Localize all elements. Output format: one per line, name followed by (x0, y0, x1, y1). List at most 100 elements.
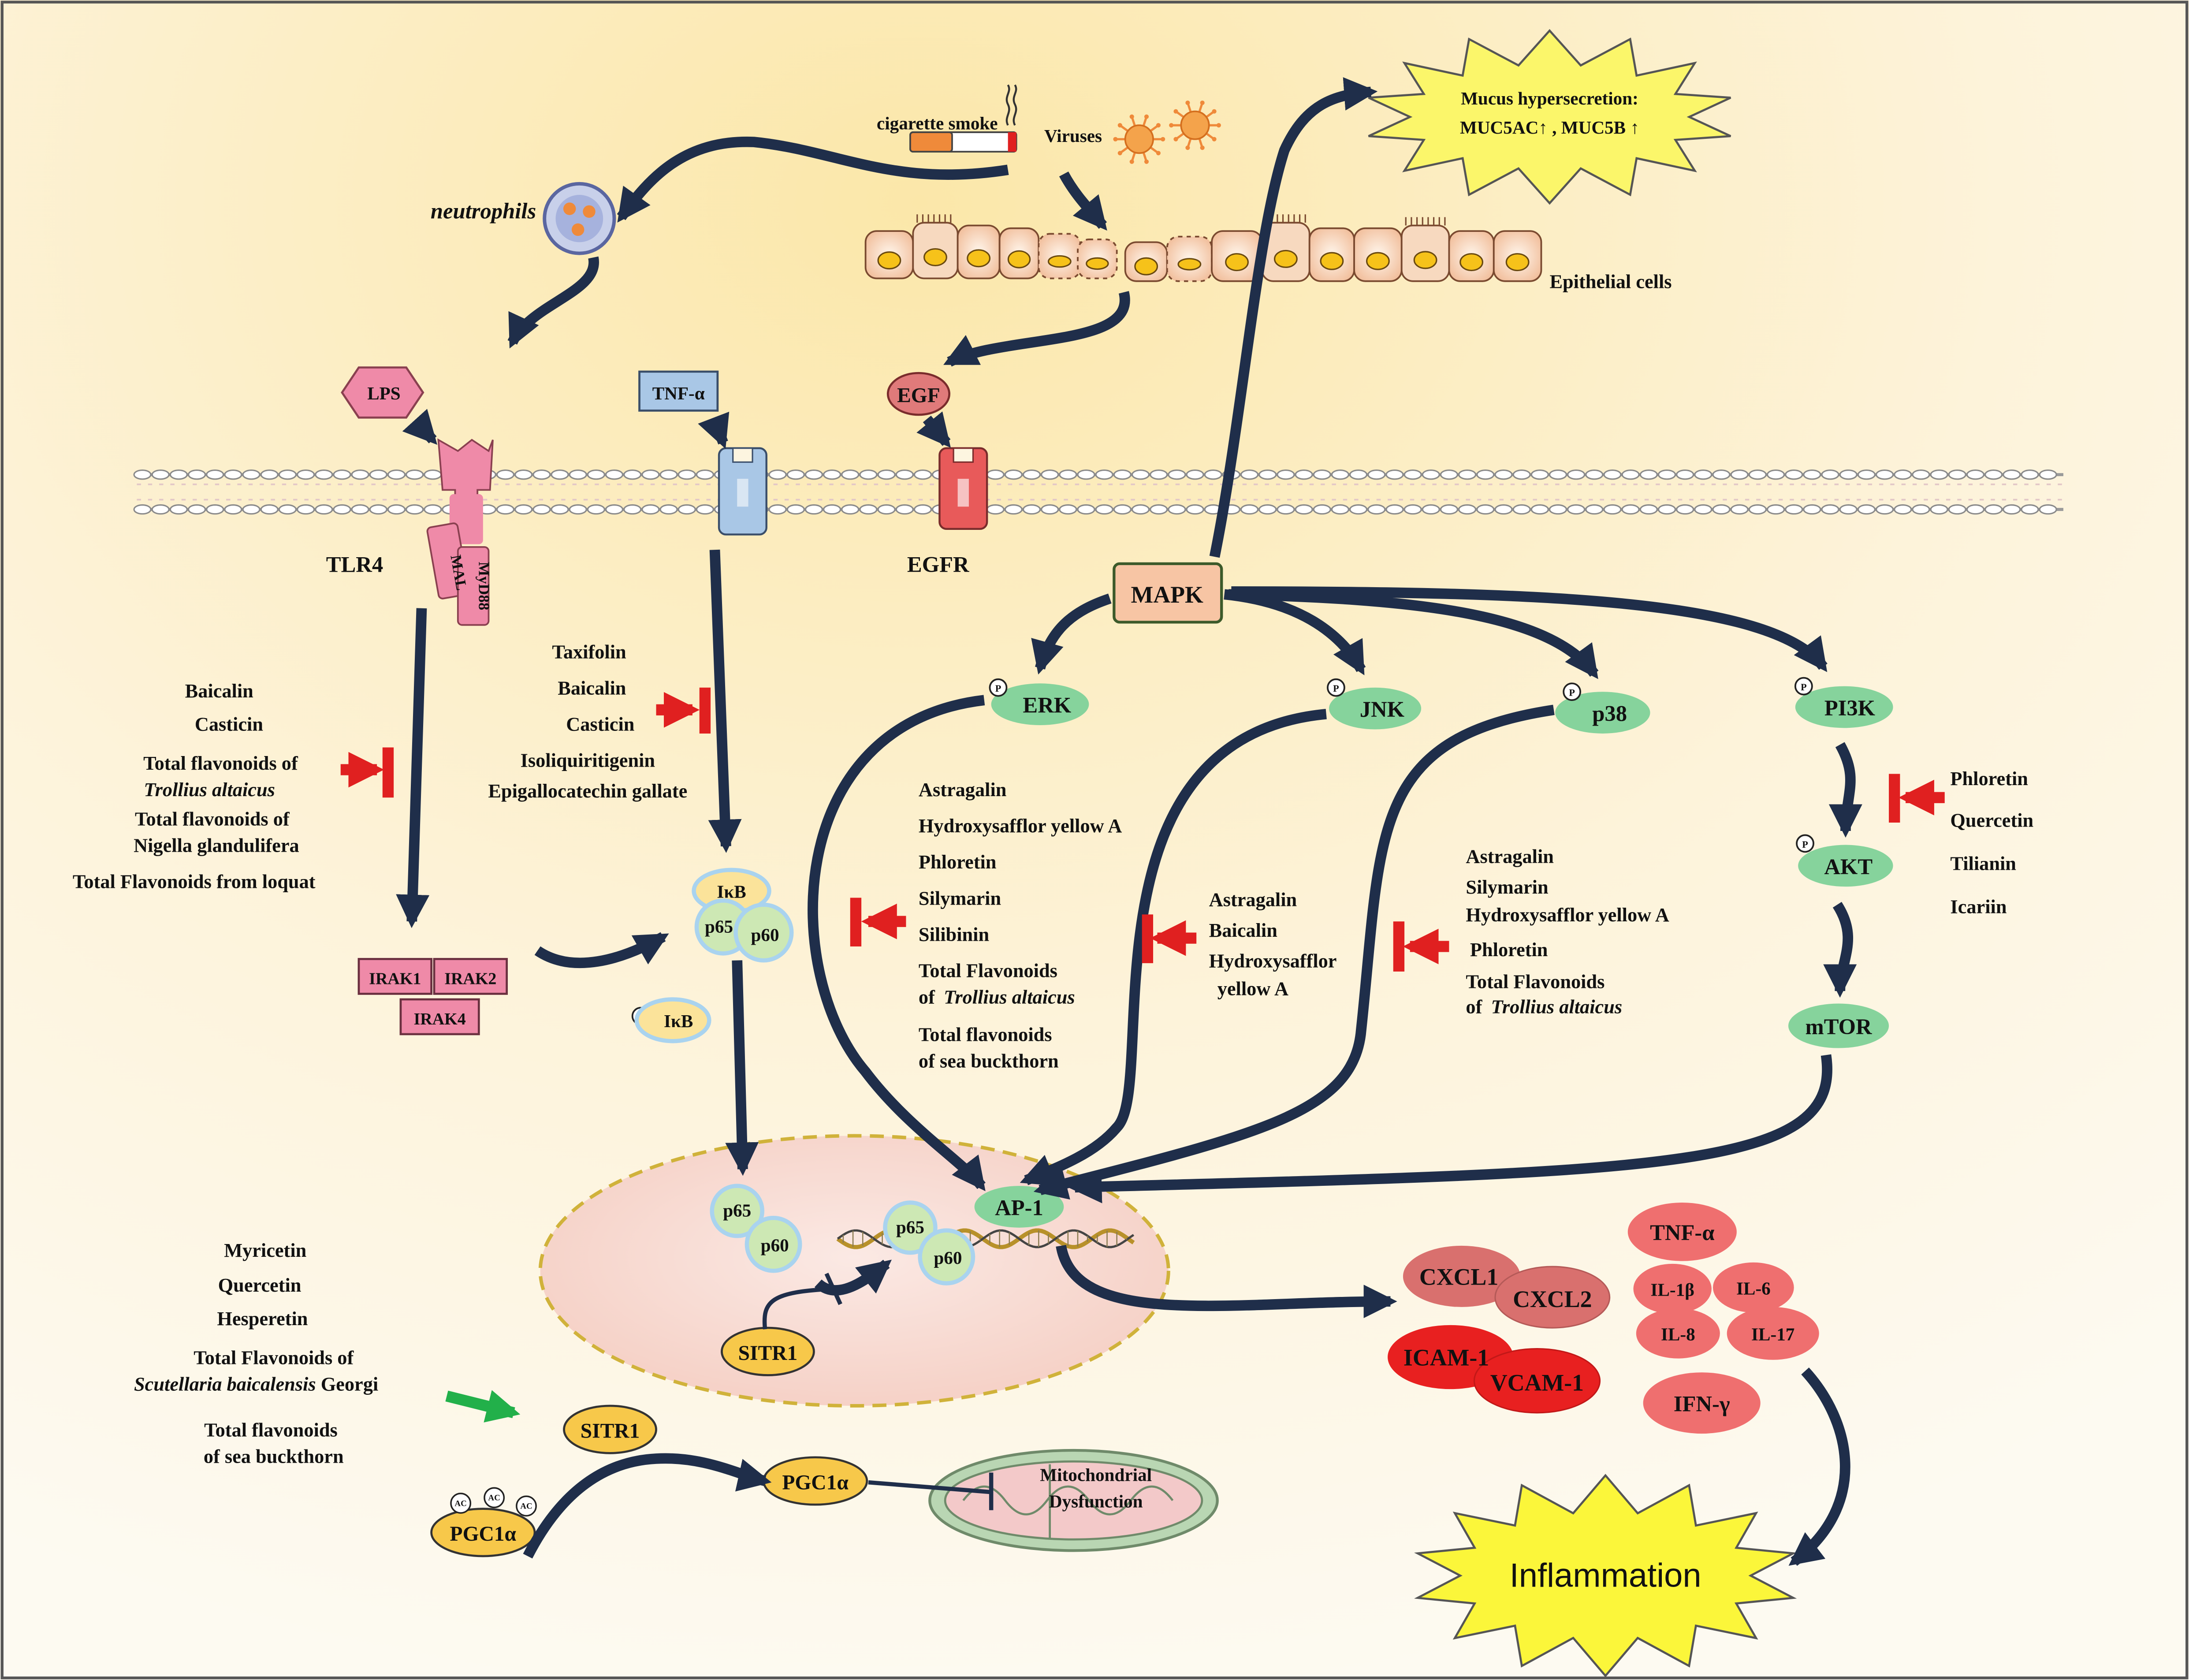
jnk-label: JNK (1360, 697, 1404, 722)
arrow-smoke-neutrophil (617, 136, 1009, 223)
dna-p60-label: p60 (934, 1248, 962, 1268)
arrow-cytokines-inflammation (1788, 1367, 1850, 1566)
erk-inh-6a: Total Flavonoids (919, 960, 1057, 982)
sitr1-cytoplasm-label: SITR1 (581, 1420, 640, 1443)
tnfa-ligand-label: TNF-α (652, 383, 705, 403)
il1b-label: IL-1β (1650, 1280, 1694, 1300)
lps-ligand (341, 366, 424, 419)
erk-inh-2: Hydroxysafflor yellow A (919, 815, 1122, 837)
act-5-italic: Scutellaria baicalensis (134, 1373, 316, 1395)
il8-label: IL-8 (1661, 1324, 1695, 1345)
pi3k-inh-1: Phloretin (1950, 768, 2028, 790)
pgc1a-acetylated-label: PGC1α (450, 1523, 517, 1546)
tnfa-cytokine-label: TNF-α (1650, 1220, 1714, 1245)
act-2: Quercetin (218, 1274, 302, 1296)
tnf-inh-3: Casticin (566, 714, 634, 735)
tnf-inh-2: Baicalin (558, 678, 626, 699)
il17-node (1727, 1307, 1819, 1360)
cigarette (909, 84, 1017, 153)
ac-mark-1: AC (454, 1499, 466, 1508)
tlr4-label: TLR4 (326, 552, 383, 577)
activation-arrows (396, 77, 1862, 1566)
arrow-virus-epithelium (1059, 171, 1107, 231)
erk-inh-5: Silibinin (919, 924, 989, 945)
dna-p65-label: p65 (896, 1217, 924, 1237)
lps-label: LPS (367, 383, 400, 403)
act-6: Total flavonoids (204, 1419, 338, 1441)
tlr4-receptor (426, 438, 494, 626)
viruses-label: Viruses (1044, 126, 1102, 146)
acetyl-markers (450, 1487, 537, 1517)
arrow-tlr4-irak (396, 608, 430, 928)
pgc1a-label: PGC1α (782, 1471, 849, 1494)
arrow-jnk-ap1 (1020, 708, 1327, 1186)
act-1: Myricetin (224, 1240, 306, 1261)
pi3k-label: PI3K (1824, 696, 1875, 720)
tlr4-inh-2: Casticin (195, 714, 263, 735)
il6-node (1713, 1262, 1794, 1313)
erk-inh-7a: Total flavonoids (919, 1024, 1052, 1046)
arrow-mapk-pi3k (1231, 586, 1828, 672)
cxcl1-label: CXCL1 (1419, 1263, 1498, 1290)
p38-inh-2: Silymarin (1466, 876, 1548, 898)
mucus-hypersecretion-burst (1368, 29, 1731, 205)
vcam1-node (1473, 1348, 1601, 1414)
mito-line2: Dysfunction (1049, 1491, 1143, 1512)
arrow-epithelium-egf (943, 291, 1130, 367)
muc-label: MUC5AC↑ , MUC5B ↑ (1460, 117, 1639, 138)
cxcl2-label: CXCL2 (1513, 1286, 1592, 1312)
tnfa-node (1627, 1203, 1737, 1261)
arrow-egf-egfr (916, 411, 951, 448)
arrow-tnfa-receptor (698, 411, 730, 449)
il6-label: IL-6 (1736, 1278, 1771, 1298)
p38-inh-6-italic: Trollius altaicus (1491, 996, 1622, 1018)
epithelial-cells (864, 214, 1542, 282)
cxcl1-node (1403, 1245, 1520, 1307)
pgc1a-acetylated (430, 1508, 536, 1557)
tlr4-inh-3a: Total flavonoids of (143, 752, 298, 774)
sirt1-activator-list: Myricetin Quercetin Hesperetin Total Fla… (134, 1240, 378, 1467)
irak2-label: IRAK2 (444, 969, 496, 988)
ac-mark-2: AC (488, 1494, 500, 1503)
tlr4-inh-3b: Trollius altaicus (144, 779, 275, 801)
arrow-mtor-ap1 (1068, 1054, 1832, 1203)
nuclear-nfkb (710, 1184, 975, 1285)
pgc1a-inhibits-mitochondria (868, 1480, 992, 1494)
sirt1-activation-arrow (445, 1390, 521, 1423)
neutrophils-label: neutrophils (431, 199, 536, 224)
tnf-receptor (718, 447, 767, 536)
arrow-irak-nfkb (534, 932, 669, 969)
p38-inh-1: Astragalin (1466, 846, 1554, 868)
pi3k-inhibitor-list: Phloretin Quercetin Tilianin Icariin (1950, 768, 2033, 917)
pi3k-node (1795, 686, 1893, 728)
p-mark-jnk: P (1333, 683, 1339, 694)
ifng-label: IFN-γ (1674, 1392, 1730, 1416)
p38-node (1555, 692, 1650, 734)
erk-inh-6b-prefix: of (919, 987, 935, 1008)
egfr-label: EGFR (907, 552, 969, 577)
sitr1-nucleus (721, 1326, 815, 1376)
nfkb-complex (692, 868, 794, 963)
p65-label: p65 (705, 916, 733, 937)
epithelial-cells-label: Epithelial cells (1549, 271, 1672, 293)
il8-node (1636, 1308, 1720, 1359)
act-4: Total Flavonoids of (194, 1347, 354, 1368)
arrow-neutrophil-lps (507, 256, 599, 349)
jnk-node (1329, 687, 1422, 730)
mucus-title: Mucus hypersecretion: (1461, 88, 1638, 108)
p38-inh-3: Hydroxysafflor yellow A (1466, 904, 1669, 926)
irak4-label: IRAK4 (414, 1010, 466, 1028)
phospho-ikb-label: IκB (664, 1011, 693, 1031)
mtor-node (1788, 1003, 1889, 1048)
inflammation-label: Inflammation (1510, 1557, 1701, 1594)
cxcl2-node (1494, 1266, 1611, 1329)
myd88-label: MyD88 (475, 562, 492, 610)
p-mark-erk: P (995, 683, 1001, 694)
erk-inh-3: Phloretin (919, 851, 997, 873)
nuc-p65-label: p65 (723, 1200, 751, 1221)
pi3k-inh-3: Tilianin (1950, 853, 2016, 874)
erk-inh-1: Astragalin (919, 779, 1007, 801)
erk-inhibitor-list: Astragalin Hydroxysafflor yellow A Phlor… (919, 779, 1122, 1072)
arrow-nfkb-nucleus (725, 960, 759, 1176)
